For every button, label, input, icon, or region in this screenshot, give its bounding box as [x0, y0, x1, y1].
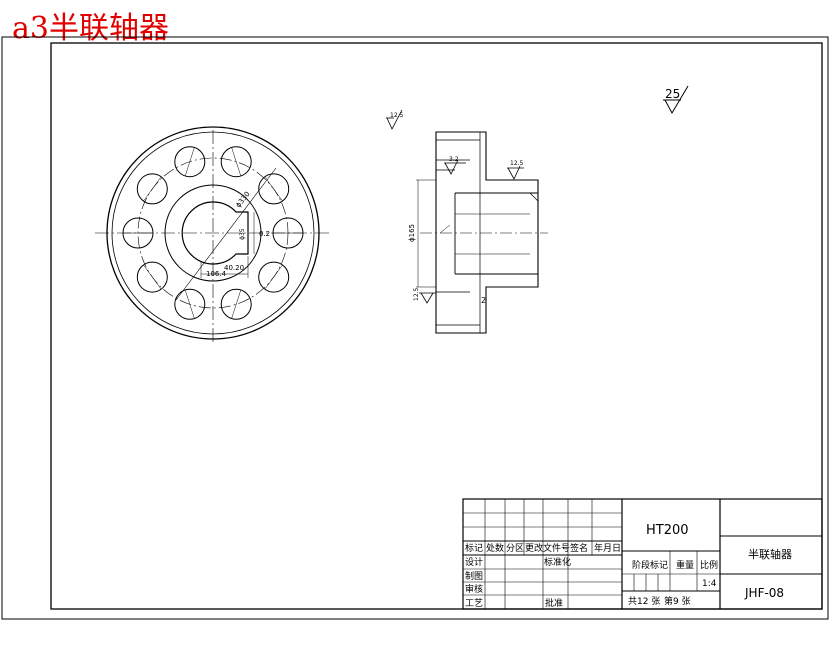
flange-side-view [95, 126, 330, 343]
shaft-bore [181, 201, 249, 265]
hub-circle [164, 184, 262, 282]
bolt-hole [258, 261, 290, 293]
roughness-symbol [419, 292, 436, 304]
bolt-hole [174, 146, 206, 178]
flange-outer-circle [106, 126, 320, 340]
chamfer-label: 2 [481, 296, 486, 305]
tb-header-sign: 签名 [570, 542, 588, 554]
title-block [462, 498, 823, 610]
roughness-value: 12.5 [390, 112, 404, 119]
tb-review: 审核 [465, 583, 483, 595]
tb-part-name: 半联轴器 [748, 547, 792, 561]
keyway-height-dim: 106.4 [206, 270, 227, 278]
general-roughness-symbol [663, 85, 689, 115]
bolt-hole [136, 261, 168, 293]
roughness-value: 12.5 [413, 287, 420, 301]
roughness-symbol [386, 109, 403, 130]
bolt-hole [258, 173, 290, 205]
tb-process: 工艺 [465, 598, 483, 609]
drawing-frame [50, 42, 823, 610]
bolt-circle-dim-line [175, 167, 277, 301]
tb-scale-value: 1:4 [702, 579, 717, 589]
tb-design: 设计 [465, 556, 483, 568]
tb-drawing-number: JHF-08 [744, 586, 784, 600]
tb-header-zone: 分区 [506, 543, 524, 554]
keyway-width-dim: 40.20 [224, 264, 244, 272]
section-outline [435, 131, 539, 334]
keyway-tolerance: 0.2 [259, 230, 270, 238]
general-roughness-value: 25 [665, 87, 680, 101]
bolt-hole [136, 173, 168, 205]
roughness-value: 3.2 [449, 156, 459, 163]
tb-sheets-total: 共12 张 [628, 596, 660, 607]
tb-drafting: 制图 [465, 570, 483, 582]
tb-approve: 批准 [545, 597, 563, 609]
section-diameter-dim: ϕ165 [408, 224, 416, 242]
roughness-value: 12.5 [510, 160, 524, 167]
bolt-hole [220, 146, 252, 178]
tb-sheet-current: 第9 张 [664, 595, 691, 607]
hub-small-dim: ϕ35 [239, 228, 246, 240]
bolt-holes [122, 146, 304, 320]
tb-weight: 重量 [676, 559, 694, 571]
tb-header-date: 年月日 [594, 542, 621, 554]
page-title: a3半联轴器 [12, 11, 169, 46]
tb-header-mark: 标记 [465, 542, 483, 554]
tb-header-change-doc: 更改文件号 [525, 542, 570, 554]
tb-header-count: 处数 [486, 542, 504, 554]
roughness-symbol [507, 165, 524, 180]
flange-section-view [416, 131, 548, 334]
bolt-hole [174, 288, 206, 320]
outer-border [1, 36, 829, 620]
bolt-hole [220, 288, 252, 320]
roughness-symbol [444, 159, 466, 175]
tb-stage-mark: 阶段标记 [632, 559, 668, 571]
tb-standardize: 标准化 [544, 556, 571, 568]
bolt-circle-dim: ϕ330 [234, 190, 251, 209]
tb-material: HT200 [646, 523, 689, 538]
tb-scale: 比例 [700, 559, 718, 571]
flange-chamfer-circle [111, 131, 315, 335]
